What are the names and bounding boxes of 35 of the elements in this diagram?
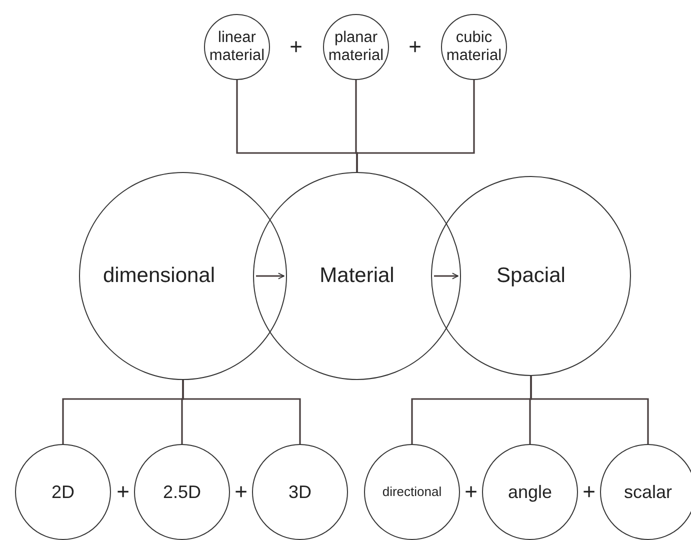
plus-sign: +: [116, 481, 130, 503]
node-label: planar material: [328, 29, 384, 65]
node-label: linear material: [209, 29, 265, 65]
node-label: 3D: [288, 482, 312, 502]
circle-node: [323, 14, 389, 80]
node-label: 2.5D: [162, 482, 202, 502]
node-label: 2D: [51, 482, 74, 502]
circle-node: [441, 14, 507, 80]
node-label: angle: [508, 482, 552, 502]
node-label: cubic material: [446, 29, 502, 65]
circle-node: [431, 176, 631, 376]
arrow: [256, 272, 284, 280]
plus-sign: +: [582, 481, 596, 503]
circle-node: [364, 444, 460, 540]
circle-node: [252, 444, 348, 540]
plus-sign: +: [464, 481, 478, 503]
circle-node: [600, 444, 691, 540]
circle-node: [15, 444, 111, 540]
arrow: [434, 272, 458, 280]
circle-node: [204, 14, 270, 80]
circle-node: [134, 444, 230, 540]
node-label: dimensional: [102, 264, 216, 288]
circle-node: [79, 172, 287, 380]
circle-node: [482, 444, 578, 540]
plus-sign: +: [234, 481, 248, 503]
plus-sign: +: [408, 36, 422, 58]
connector-line: [356, 80, 475, 172]
connector-line: [182, 380, 301, 444]
node-label: Material: [320, 264, 394, 288]
node-label: Spacial: [496, 264, 566, 288]
connector-line: [530, 376, 649, 444]
circle-node: [253, 172, 461, 380]
node-label: directional: [382, 484, 442, 500]
plus-sign: +: [290, 36, 302, 58]
node-label: scalar: [624, 482, 672, 502]
